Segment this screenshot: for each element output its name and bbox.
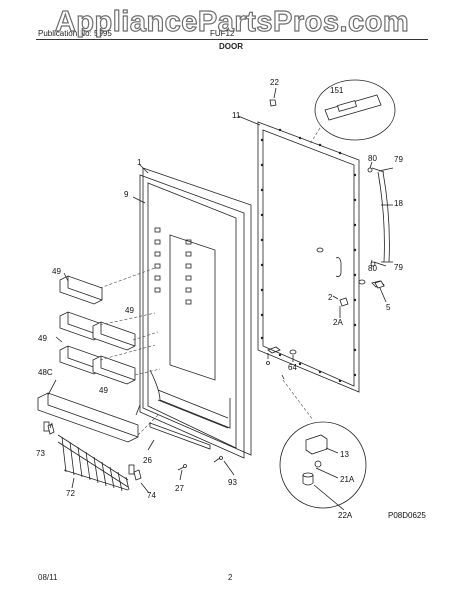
part-2A — [339, 297, 349, 307]
leader-lines — [47, 87, 394, 511]
wire-rack — [43, 421, 135, 492]
callout-22A: 22A — [338, 511, 353, 520]
screws — [177, 353, 270, 471]
callout-151: 151 — [330, 86, 344, 95]
callout-26: 26 — [143, 456, 152, 465]
callout-49c: 49 — [38, 334, 47, 343]
diagram-code: P08D0625 — [388, 511, 426, 520]
control-panel — [309, 79, 396, 145]
section-title: DOOR — [219, 42, 243, 51]
callout-5: 5 — [386, 303, 391, 312]
part-22 — [269, 99, 277, 107]
part-5 — [374, 280, 385, 289]
header-rule — [36, 39, 428, 40]
callout-80b: 80 — [368, 264, 377, 273]
callout-49d: 49 — [99, 386, 108, 395]
callout-72: 72 — [66, 489, 75, 498]
model-number: FUF12 — [210, 29, 235, 38]
callout-74: 74 — [147, 491, 156, 500]
part-64 — [289, 349, 297, 355]
publication-number: Publication No: 5995 — [38, 29, 112, 38]
footer-page: 2 — [228, 573, 233, 582]
kick-strip — [149, 422, 211, 450]
callout-13: 13 — [340, 450, 349, 459]
callout-2A: 2A — [333, 318, 343, 327]
callout-80: 80 — [368, 154, 377, 163]
callout-93: 93 — [228, 478, 237, 487]
footer-date: 08/11 — [38, 573, 58, 582]
callout-64: 64 — [288, 363, 297, 372]
hinge-detail — [279, 374, 367, 509]
inner-door-liner — [139, 167, 252, 459]
callout-9: 9 — [124, 190, 129, 199]
callout-21A: 21A — [340, 475, 355, 484]
part-74 — [133, 469, 142, 481]
door-bins — [37, 267, 161, 443]
callout-22: 22 — [270, 78, 279, 87]
callout-1: 1 — [137, 158, 142, 167]
callout-79: 79 — [394, 155, 403, 164]
callout-49b: 49 — [125, 306, 134, 315]
callout-73: 73 — [36, 449, 45, 458]
callout-2: 2 — [328, 293, 333, 302]
callout-27: 27 — [175, 484, 184, 493]
callout-49a: 49 — [52, 267, 61, 276]
callout-11: 11 — [232, 111, 241, 120]
callout-labels: 151 22 11 80 79 18 1 9 80 79 5 2 49 49 2… — [36, 78, 426, 520]
callout-18: 18 — [394, 199, 403, 208]
watermark-logo: AppliancePartsPros.com — [54, 5, 410, 38]
callout-79b: 79 — [394, 263, 403, 272]
callout-48C: 48C — [38, 368, 53, 377]
outer-door-panel — [257, 121, 360, 393]
part-73 — [47, 423, 55, 435]
